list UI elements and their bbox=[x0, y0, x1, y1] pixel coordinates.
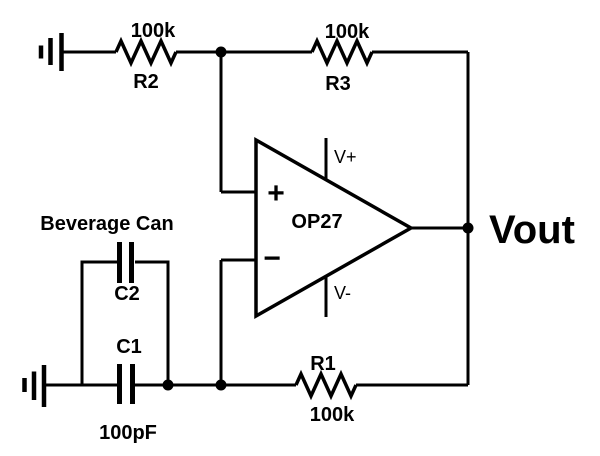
resistor-r1: R1 100k bbox=[294, 353, 358, 426]
ground-symbol-top bbox=[38, 33, 64, 71]
opamp-triangle bbox=[254, 136, 415, 320]
opamp-minus-sign: − bbox=[263, 242, 281, 275]
opamp-vminus-label: V- bbox=[334, 283, 351, 303]
junction-dot-bottom bbox=[215, 379, 227, 391]
r1-designator-label: R1 bbox=[310, 353, 336, 375]
r2-designator-label: R2 bbox=[133, 71, 159, 93]
opamp-op27: V+ V- + − OP27 bbox=[254, 136, 415, 320]
resistor-zigzag bbox=[114, 36, 178, 68]
vout-label: Vout bbox=[489, 208, 575, 252]
resistor-zigzag bbox=[310, 36, 374, 68]
junction-dot-output bbox=[462, 222, 474, 234]
c2-loop-left bbox=[80, 260, 117, 385]
c2-designator-label: C2 bbox=[114, 283, 140, 305]
r2-value-label: 100k bbox=[131, 20, 176, 42]
beverage-can-label: Beverage Can bbox=[40, 213, 173, 235]
resistor-zigzag bbox=[294, 369, 358, 401]
capacitor-c2: C2 Beverage Can bbox=[40, 213, 174, 385]
r3-value-label: 100k bbox=[325, 21, 370, 43]
opamp-part-label: OP27 bbox=[291, 211, 342, 233]
junction-dot-top bbox=[215, 46, 227, 58]
c1-value-label: 100pF bbox=[99, 422, 157, 444]
r1-value-label: 100k bbox=[310, 404, 355, 426]
resistor-r2: 100k R2 bbox=[114, 20, 178, 93]
resistor-r3: 100k R3 bbox=[310, 21, 374, 95]
capacitor-c1: C1 100pF bbox=[99, 336, 157, 444]
opamp-plus-sign: + bbox=[267, 177, 285, 210]
opamp-vplus-label: V+ bbox=[334, 147, 357, 167]
c1-designator-label: C1 bbox=[116, 336, 142, 358]
junction-dot-c2-loop bbox=[162, 379, 174, 391]
ground-symbol-bottom bbox=[22, 365, 47, 407]
r3-designator-label: R3 bbox=[325, 73, 351, 95]
c2-loop-right bbox=[135, 260, 170, 385]
